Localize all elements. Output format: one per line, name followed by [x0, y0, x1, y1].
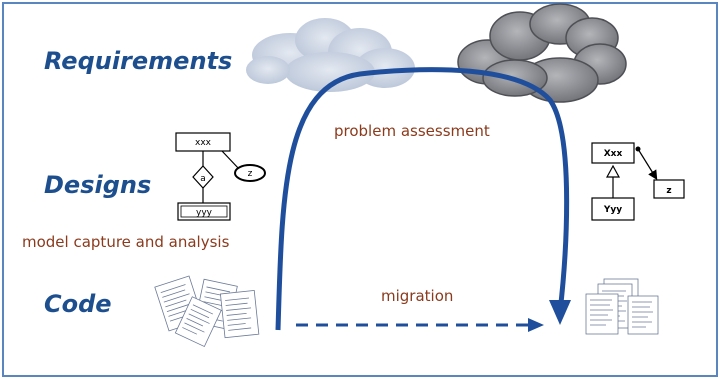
model-capture-note: model capture and analysis [22, 233, 230, 251]
left-diamond-label: a [200, 174, 206, 184]
left-bottom-box-label: yyy [196, 208, 213, 218]
requirements-label: Requirements [44, 47, 232, 75]
right-top-box-label: Xxx [604, 149, 623, 159]
document-stack-icon [585, 278, 659, 335]
left-top-box-label: xxx [195, 138, 212, 148]
cloud-light-icon [246, 18, 415, 92]
left-design-diagram: xxx a z yyy [175, 132, 266, 221]
right-side-box-label: z [666, 186, 671, 196]
transformation-arrow [275, 67, 570, 331]
right-design-diagram: Xxx Yyy z [591, 142, 685, 221]
transformation-arrowhead [549, 300, 571, 325]
left-ellipse-label: z [248, 169, 253, 179]
right-bottom-box-label: Yyy [603, 205, 622, 215]
document-pile-icon [154, 275, 260, 348]
left-ellipse [234, 164, 266, 182]
migration-arrowhead [528, 318, 544, 332]
left-bottom-box [177, 202, 231, 221]
right-side-box [653, 179, 685, 199]
code-label: Code [44, 290, 112, 318]
problem-assessment-note: problem assessment [334, 122, 490, 140]
migration-note: migration [381, 287, 453, 305]
right-top-box [591, 142, 635, 164]
designs-label: Designs [44, 171, 151, 199]
right-bottom-box [591, 197, 635, 221]
